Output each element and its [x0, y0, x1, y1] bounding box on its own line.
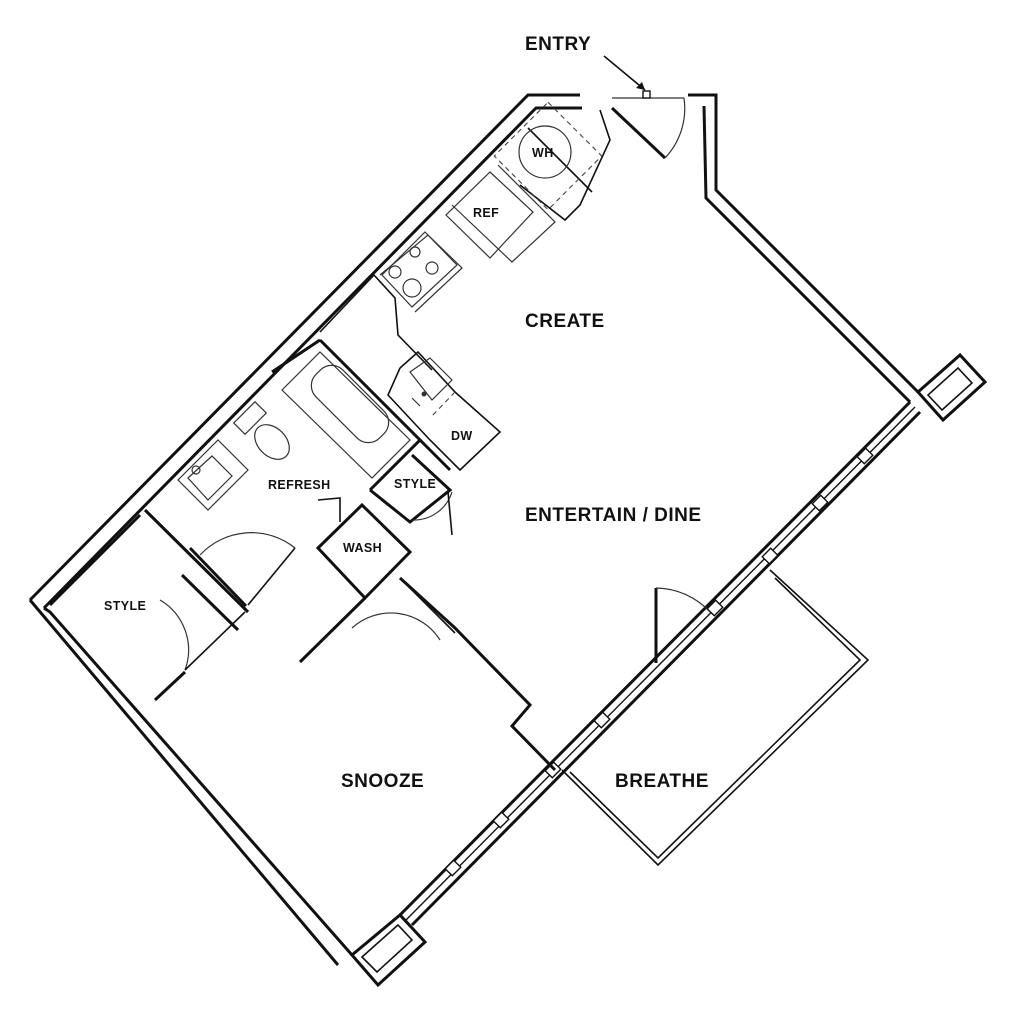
bathroom-walls — [143, 338, 423, 614]
exterior-wall-northwest — [28, 93, 582, 966]
room-label-refresh: REFRESH — [268, 478, 331, 492]
entry-door — [603, 55, 686, 160]
kitchen-counter — [319, 109, 611, 371]
room-label-style-bedroom: STYLE — [104, 599, 146, 613]
toilet — [232, 400, 290, 460]
appliance-label-dw: DW — [451, 429, 473, 443]
room-label-entertain-dine: ENTERTAIN / DINE — [525, 505, 702, 526]
bathtub — [281, 351, 411, 479]
wash-closet-walls — [315, 497, 413, 601]
entry-label: ENTRY — [525, 34, 591, 55]
window-wall-southeast — [398, 400, 922, 927]
room-label-create: CREATE — [525, 311, 605, 332]
room-label-wash: WASH — [343, 541, 382, 555]
room-label-breathe: BREATHE — [615, 771, 709, 792]
bathroom-door — [199, 532, 296, 606]
bedroom-walls — [298, 576, 557, 772]
room-label-style-bath: STYLE — [394, 477, 436, 491]
closet-style-bedroom-walls — [48, 513, 246, 702]
refrigerator — [445, 171, 534, 259]
appliance-label-ref: REF — [473, 206, 499, 220]
appliance-label-wh: WH — [532, 146, 554, 160]
column-east — [915, 352, 988, 423]
balcony-outline — [561, 569, 870, 867]
room-label-snooze: SNOOZE — [341, 771, 424, 792]
column-south — [349, 912, 428, 988]
sink-counter — [387, 350, 502, 472]
water-heater — [493, 101, 603, 211]
closet-style-walls — [369, 438, 453, 536]
balcony-door — [654, 587, 711, 663]
exterior-wall-northeast — [688, 93, 920, 404]
range-stove — [381, 231, 458, 308]
bathroom-vanity — [177, 439, 249, 511]
